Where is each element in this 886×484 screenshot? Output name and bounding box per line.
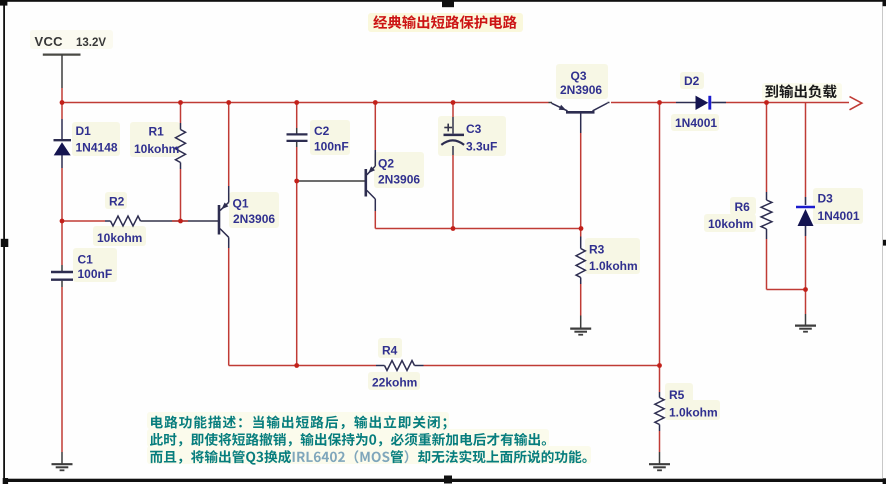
svg-text:R2: R2	[109, 195, 125, 209]
svg-text:2N3906: 2N3906	[560, 83, 602, 97]
svg-text:VCC: VCC	[35, 34, 64, 49]
svg-text:13.2V: 13.2V	[76, 37, 106, 49]
svg-text:2N3906: 2N3906	[378, 173, 420, 187]
svg-text:1N4148: 1N4148	[76, 141, 118, 155]
svg-text:R6: R6	[735, 200, 751, 214]
svg-text:22kohm: 22kohm	[372, 376, 417, 390]
svg-text:10kohm: 10kohm	[708, 217, 753, 231]
svg-text:Q2: Q2	[378, 157, 394, 171]
svg-text:3.3uF: 3.3uF	[466, 140, 497, 154]
svg-text:C1: C1	[78, 253, 94, 267]
svg-text:C3: C3	[466, 122, 482, 136]
svg-text:D3: D3	[818, 192, 834, 206]
svg-text:1N4001: 1N4001	[818, 209, 860, 223]
svg-text:D2: D2	[684, 74, 700, 88]
svg-text:10kohm: 10kohm	[134, 142, 179, 156]
svg-text:2N3906: 2N3906	[233, 212, 275, 226]
svg-text:1.0kohm: 1.0kohm	[589, 259, 638, 273]
svg-text:100nF: 100nF	[78, 267, 113, 281]
svg-text:10kohm: 10kohm	[97, 231, 142, 245]
svg-text:Q1: Q1	[233, 197, 249, 211]
svg-text:R1: R1	[149, 125, 165, 139]
svg-text:R4: R4	[382, 344, 398, 358]
svg-text:1.0kohm: 1.0kohm	[669, 406, 718, 420]
svg-text:R5: R5	[669, 388, 685, 402]
svg-text:100nF: 100nF	[314, 140, 349, 154]
svg-text:C2: C2	[314, 124, 330, 138]
svg-text:D1: D1	[76, 124, 92, 138]
svg-text:1N4001: 1N4001	[675, 116, 717, 130]
svg-text:Q3: Q3	[571, 69, 587, 83]
svg-text:R3: R3	[589, 243, 605, 257]
